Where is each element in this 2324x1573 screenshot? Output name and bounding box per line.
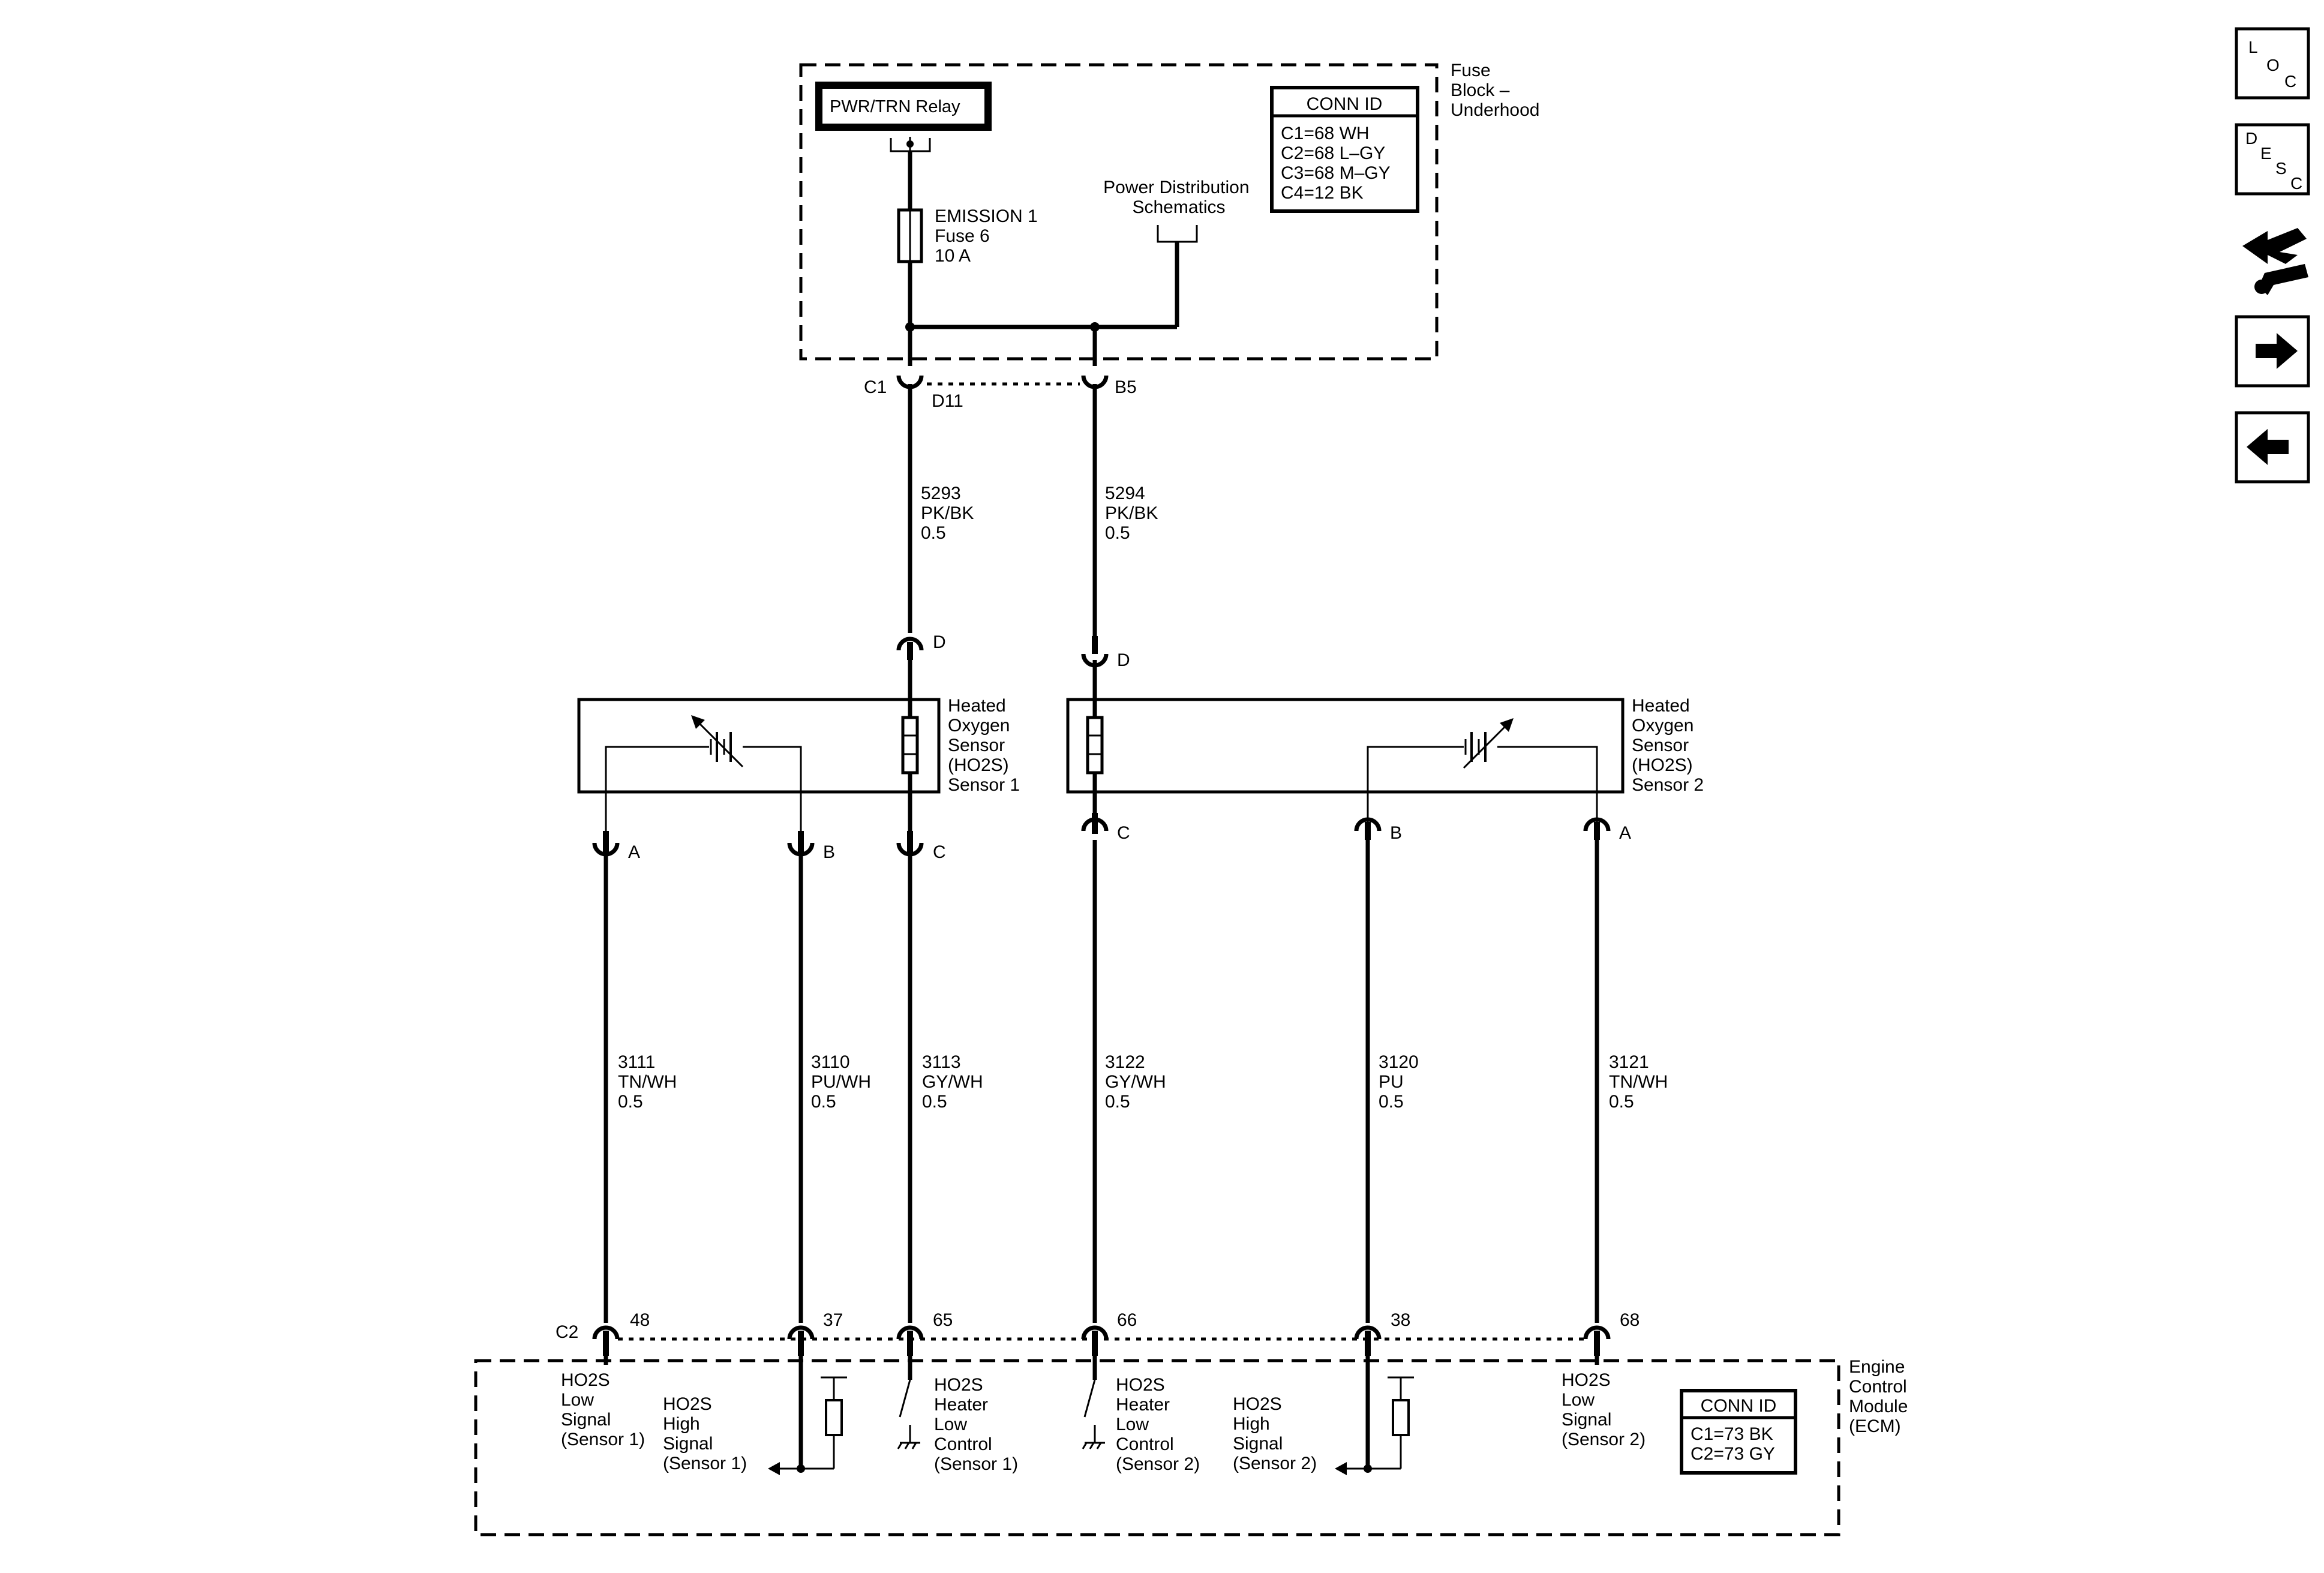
pin-68-label: 68 [1620, 1310, 1640, 1330]
svg-text:C: C [933, 842, 946, 862]
svg-text:A: A [628, 842, 640, 862]
ecm-title: Engine Control Module (ECM) [1849, 1357, 1913, 1436]
fuse-block-title: Fuse Block – Underhood [1451, 61, 1539, 120]
wire-3120-label: 3120 PU 0.5 [1379, 1052, 1424, 1112]
pwr-trn-relay: PWR/TRN Relay [815, 82, 992, 152]
wire-3122-label: 3122 GY/WH 0.5 [1105, 1052, 1171, 1112]
svg-text:C: C [2284, 72, 2296, 91]
high-signal-2-label: HO2S High Signal (Sensor 2) [1233, 1394, 1317, 1473]
connector-swap-icon[interactable] [2242, 228, 2308, 295]
relay-label: PWR/TRN Relay [830, 97, 960, 116]
svg-text:B: B [823, 842, 835, 862]
power-distribution-ref: Power Distribution Schematics [905, 178, 1254, 366]
ecm-conn-id: CONN ID C1=73 BK C2=73 GY [1680, 1389, 1797, 1475]
low-signal-2-label: HO2S Low Signal (Sensor 2) [1562, 1370, 1646, 1449]
wire-3113-label: 3113 GY/WH 0.5 [922, 1052, 988, 1112]
pin-38-label: 38 [1391, 1310, 1410, 1330]
sensor2-label: Heated Oxygen Sensor (HO2S) Sensor 2 [1632, 696, 1704, 795]
svg-text:C1=73 BK C2=73 GY: C1=73 BK C2=73 GY [1691, 1424, 1778, 1464]
heater-1-label: HO2S Heater Low Control (Sensor 1) [934, 1375, 1018, 1474]
power-distribution-label: Power Distribution Schematics [1103, 178, 1254, 217]
nav-buttons: L O C D E S C [2235, 27, 2310, 484]
svg-text:C: C [1117, 823, 1130, 843]
lower-wires: 3111 TN/WH 0.5 3110 PU/WH 0.5 3113 GY/WH… [603, 840, 1673, 1323]
svg-text:C: C [2290, 174, 2302, 193]
heater-2-label: HO2S Heater Low Control (Sensor 2) [1116, 1375, 1200, 1474]
high-signal-1-label: HO2S High Signal (Sensor 1) [663, 1394, 747, 1473]
svg-text:B: B [1390, 823, 1402, 843]
svg-text:O: O [2266, 56, 2280, 74]
wire-5293: 5293 PK/BK 0.5 D [896, 384, 979, 660]
svg-text:L: L [2248, 38, 2258, 56]
conn-id-list: C1=68 WH C2=68 L–GY C3=68 M–GY C4=12 BK [1281, 124, 1395, 203]
svg-text:CONN ID: CONN ID [1701, 1396, 1777, 1416]
arrow-left-icon[interactable] [2235, 411, 2310, 484]
ecm-connector-c2: C2 48 37 65 66 38 68 [556, 1310, 1640, 1356]
pin-48-label: 48 [630, 1310, 650, 1330]
fuse-block-connector: C1 D11 B5 [864, 375, 1137, 411]
wire-3110-label: 3110 PU/WH 0.5 [811, 1052, 876, 1112]
loc-button[interactable]: L O C [2235, 27, 2310, 100]
fuse-block-conn-id: CONN ID C1=68 WH C2=68 L–GY C3=68 M–GY C… [1270, 86, 1419, 213]
svg-text:A: A [1619, 823, 1631, 843]
sensor2-pins: C B A [1081, 813, 1631, 843]
svg-text:E: E [2260, 144, 2272, 163]
sensor1-pin-d-label: D [933, 632, 946, 652]
svg-text:5294 PK/BK 0.5: 5294 PK/BK 0.5 [1105, 484, 1163, 543]
pin-65-label: 65 [933, 1310, 953, 1330]
pin-37-label: 37 [823, 1310, 843, 1330]
desc-button[interactable]: D E S C [2235, 123, 2310, 196]
pin-66-label: 66 [1117, 1310, 1137, 1330]
engine-control-module: Engine Control Module (ECM) [474, 1356, 1913, 1536]
heated-oxygen-sensor-1: Heated Oxygen Sensor (HO2S) Sensor 1 A B [577, 660, 1020, 862]
arrow-right-icon[interactable] [2235, 315, 2310, 388]
heated-oxygen-sensor-2: Heated Oxygen Sensor (HO2S) Sensor 2 C B… [1066, 660, 1704, 843]
low-signal-1-label: HO2S Low Signal (Sensor 1) [561, 1370, 645, 1449]
wire-3111-label: 3111 TN/WH 0.5 [618, 1052, 682, 1112]
svg-text:S: S [2275, 159, 2287, 178]
connector-c1-label: C1 [864, 377, 887, 397]
sensor1-label: Heated Oxygen Sensor (HO2S) Sensor 1 [948, 696, 1020, 795]
fuse-label: EMISSION 1 Fuse 6 10 A [935, 206, 1043, 266]
svg-text:D: D [2245, 129, 2257, 148]
sensor1-pins: A B C [592, 831, 946, 862]
fuse-block-underhood: Fuse Block – Underhood PWR/TRN Relay EMI… [799, 61, 1539, 366]
conn-id-title: CONN ID [1307, 94, 1383, 114]
pin-b5-label: B5 [1115, 377, 1137, 397]
connector-c2-label: C2 [556, 1322, 578, 1342]
sensor2-pin-d-label: D [1117, 650, 1130, 670]
high-signal-circuit-1 [768, 1356, 847, 1475]
heater-low-control-2 [1082, 1356, 1105, 1449]
wire-3121-label: 3121 TN/WH 0.5 [1609, 1052, 1673, 1112]
heater-low-control-1 [897, 1356, 920, 1449]
svg-text:5293 PK/BK 0.5: 5293 PK/BK 0.5 [921, 484, 979, 543]
wire-5294: 5294 PK/BK 0.5 D [1081, 384, 1163, 670]
emission-1-fuse: EMISSION 1 Fuse 6 10 A [897, 151, 1043, 366]
high-signal-circuit-2 [1335, 1356, 1414, 1475]
pin-d11-label: D11 [932, 391, 963, 411]
